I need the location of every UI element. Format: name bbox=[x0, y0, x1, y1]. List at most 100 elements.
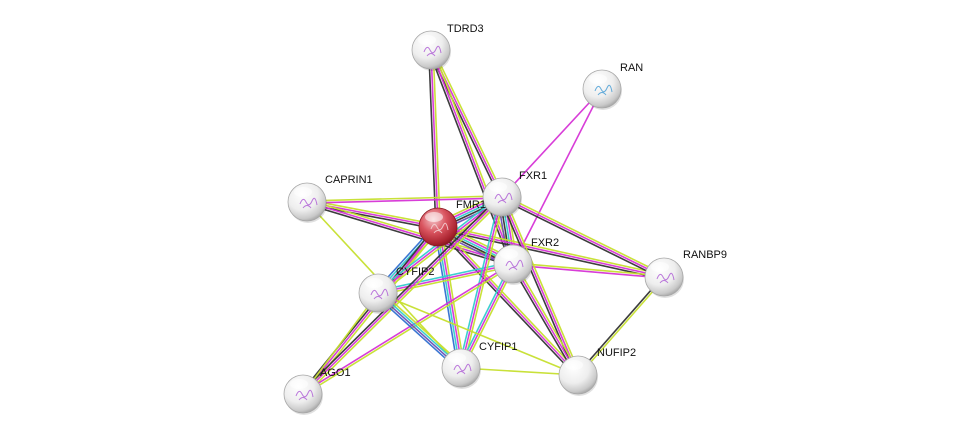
node-nufip2[interactable] bbox=[558, 355, 598, 396]
edge-fmr1-ranbp9[interactable] bbox=[437, 224, 665, 280]
edge-line-textmining bbox=[302, 292, 379, 395]
edge-line-databases bbox=[458, 262, 512, 368]
edge-line-coexpression bbox=[306, 203, 513, 267]
edge-line-textmining bbox=[462, 264, 516, 370]
edge-line-experiments bbox=[437, 226, 579, 376]
edge-line-textmining bbox=[306, 195, 502, 202]
edge-line-coexpression bbox=[437, 228, 664, 280]
nodes-layer bbox=[283, 30, 684, 415]
structure-icon bbox=[453, 363, 472, 375]
structure-icon bbox=[370, 288, 389, 300]
edge-line-databases bbox=[458, 196, 501, 368]
structure-icon bbox=[656, 272, 675, 284]
node-label-tdrd3: TDRD3 bbox=[447, 23, 484, 35]
node-ran[interactable] bbox=[582, 69, 622, 110]
edge-fxr1-ago1[interactable] bbox=[300, 194, 505, 397]
edge-line-textmining bbox=[303, 197, 505, 397]
edge-line-experiments bbox=[501, 196, 579, 376]
node-highlight bbox=[589, 74, 607, 84]
edge-line-databases bbox=[377, 261, 513, 292]
edge-ranbp9-nufip2[interactable] bbox=[576, 275, 666, 377]
node-highlight bbox=[500, 249, 518, 259]
edge-line-experiments bbox=[302, 196, 503, 395]
edge-fxr1-ranbp9[interactable] bbox=[500, 194, 666, 280]
edge-fxr2-cyfip2[interactable] bbox=[377, 261, 514, 296]
node-label-caprin1: CAPRIN1 bbox=[325, 174, 373, 186]
edge-line-experiments bbox=[512, 264, 664, 279]
edge-line-coexpression bbox=[500, 198, 664, 280]
edge-line-experiments bbox=[437, 226, 665, 278]
node-ago1[interactable] bbox=[283, 374, 323, 415]
edge-line-textmining bbox=[439, 224, 581, 375]
edge-line-experiments bbox=[377, 263, 514, 294]
edge-line-experiments bbox=[430, 49, 514, 265]
structure-icon bbox=[423, 45, 442, 57]
edge-fmr1-nufip2[interactable] bbox=[435, 224, 581, 378]
node-cyfip1[interactable] bbox=[441, 348, 481, 389]
structure-icon bbox=[594, 84, 613, 96]
edge-line-textmining bbox=[303, 264, 515, 396]
edge-ago1-cyfip2[interactable] bbox=[302, 292, 379, 395]
edge-line-textmining bbox=[578, 277, 666, 377]
node-fxr1[interactable] bbox=[482, 177, 522, 218]
edge-line-curated bbox=[433, 227, 459, 369]
edge-line-textmining bbox=[502, 194, 666, 276]
edge-line-textmining bbox=[432, 48, 505, 197]
edge-line-experiments bbox=[501, 88, 603, 198]
node-cyfip2[interactable] bbox=[358, 273, 398, 314]
edge-line-experiments bbox=[501, 196, 665, 278]
structure-icon bbox=[295, 389, 314, 401]
edge-line-textmining bbox=[460, 367, 579, 376]
node-label-fxr2: FXR2 bbox=[531, 237, 559, 249]
structure-icon bbox=[505, 259, 524, 271]
edge-line-databases bbox=[436, 227, 461, 369]
node-tdrd3[interactable] bbox=[411, 30, 451, 71]
node-highlight bbox=[418, 35, 436, 45]
node-fxr2[interactable] bbox=[493, 244, 533, 285]
node-label-ago1: AGO1 bbox=[320, 367, 351, 379]
edge-line-textmining bbox=[438, 224, 665, 276]
edge-tdrd3-fxr1[interactable] bbox=[428, 48, 505, 199]
node-label-nufip2: NUFIP2 bbox=[597, 347, 636, 359]
edge-line-experiments bbox=[301, 262, 513, 394]
edge-fxr2-ago1[interactable] bbox=[301, 262, 515, 396]
edge-line-textmining bbox=[378, 265, 514, 296]
edge-line-textmining bbox=[513, 262, 665, 277]
structure-icon bbox=[494, 192, 513, 204]
edge-line-coexpression bbox=[300, 194, 502, 394]
edge-ran-fxr1[interactable] bbox=[501, 88, 603, 198]
node-label-cyfip2: CYFIP2 bbox=[396, 266, 435, 278]
node-fmr1[interactable] bbox=[418, 207, 458, 248]
edge-cyfip1-nufip2[interactable] bbox=[460, 367, 579, 376]
node-highlight bbox=[294, 187, 312, 197]
edge-cyfip2-nufip2[interactable] bbox=[377, 292, 579, 376]
node-highlight bbox=[290, 379, 308, 389]
edge-line-experiments bbox=[307, 197, 503, 204]
edge-line-textmining bbox=[432, 48, 516, 264]
node-caprin1[interactable] bbox=[287, 182, 327, 223]
edge-line-coexpression bbox=[576, 275, 664, 375]
edge-line-experiments bbox=[438, 226, 463, 368]
edge-line-coexpression bbox=[510, 264, 577, 377]
node-ranbp9[interactable] bbox=[644, 257, 684, 298]
node-highlight bbox=[448, 353, 466, 363]
edge-line-textmining bbox=[503, 195, 581, 375]
edge-line-textmining bbox=[307, 199, 439, 226]
node-highlight bbox=[489, 182, 507, 192]
edge-line-textmining bbox=[378, 198, 504, 296]
edge-fxr2-nufip2[interactable] bbox=[510, 262, 581, 377]
node-label-ranbp9: RANBP9 bbox=[683, 249, 727, 261]
edge-ran-fxr2[interactable] bbox=[512, 88, 603, 265]
node-highlight bbox=[651, 262, 669, 272]
node-label-fmr1: FMR1 bbox=[456, 199, 486, 211]
edge-line-textmining bbox=[514, 262, 581, 375]
edge-caprin1-fxr1[interactable] bbox=[306, 195, 503, 204]
structure-icon bbox=[299, 197, 318, 209]
node-highlight bbox=[565, 360, 583, 370]
edge-line-coexpression bbox=[435, 227, 577, 378]
edge-line-experiments bbox=[512, 263, 579, 376]
node-label-cyfip1: CYFIP1 bbox=[479, 341, 518, 353]
edge-fxr2-ranbp9[interactable] bbox=[512, 262, 665, 279]
